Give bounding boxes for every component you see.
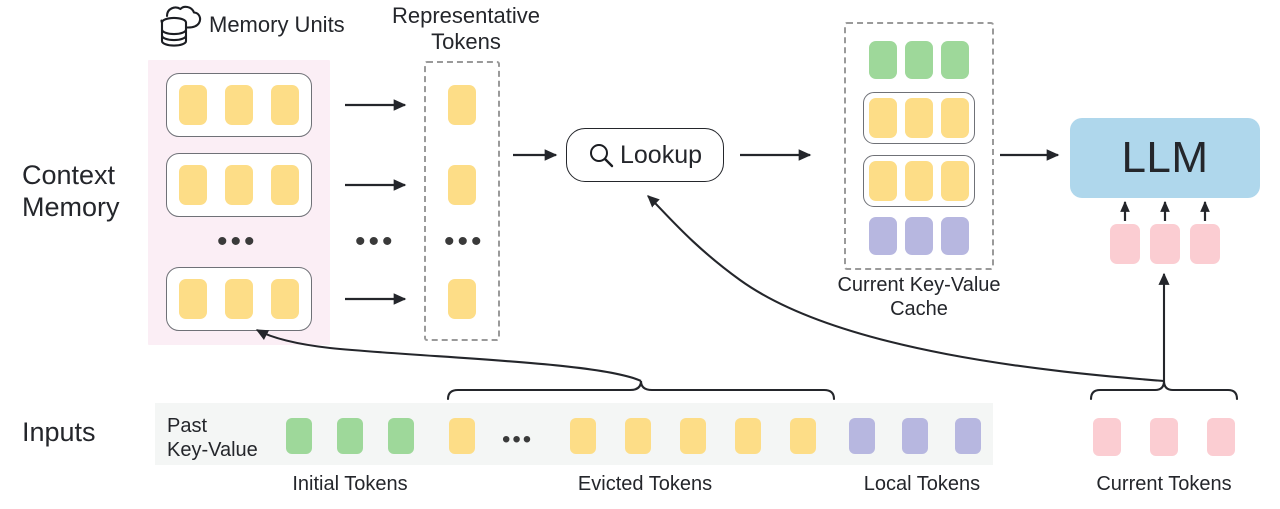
kv-cache-token-purple: [905, 217, 933, 255]
caption-evicted-tokens: Evicted Tokens: [577, 473, 713, 495]
input-token-local: [955, 418, 981, 454]
input-token-current: [1150, 418, 1178, 456]
caption-current-tokens: Current Tokens: [1096, 473, 1232, 495]
input-token-evicted: [570, 418, 596, 454]
memory-unit-token: [225, 85, 253, 125]
kv-cache-token-purple: [869, 217, 897, 255]
representative-token: [448, 85, 476, 125]
llm-input-token: [1190, 224, 1220, 264]
memory-unit-token: [271, 165, 299, 205]
side-label-inputs: Inputs: [22, 417, 96, 447]
lookup-label: Lookup: [619, 140, 703, 169]
arrow-column-ellipsis: •••: [355, 225, 396, 258]
lookup-button[interactable]: Lookup: [566, 128, 724, 182]
memory-units-ellipsis: •••: [217, 225, 258, 258]
representative-token: [448, 165, 476, 205]
search-icon: [588, 142, 614, 168]
representative-tokens-ellipsis: •••: [444, 225, 485, 258]
caption-current-kv-cache: Current Key-Value Cache: [837, 274, 1001, 320]
caption-initial-tokens: Initial Tokens: [292, 473, 408, 495]
kv-cache-token-purple: [941, 217, 969, 255]
memory-unit-token: [271, 279, 299, 319]
kv-cache-token-green: [869, 41, 897, 79]
input-sequence-ellipsis: •••: [502, 426, 534, 453]
kv-cache-token-green: [905, 41, 933, 79]
input-token-evicted: [790, 418, 816, 454]
kv-cache-token-yellow: [941, 161, 969, 201]
input-token-evicted: [625, 418, 651, 454]
input-token-local: [849, 418, 875, 454]
input-token-initial: [388, 418, 414, 454]
kv-cache-token-yellow: [869, 161, 897, 201]
kv-cache-token-yellow: [905, 98, 933, 138]
kv-cache-token-green: [941, 41, 969, 79]
input-token-initial: [286, 418, 312, 454]
kv-cache-token-yellow: [941, 98, 969, 138]
memory-unit-token: [179, 165, 207, 205]
llm-input-token: [1110, 224, 1140, 264]
input-token-evicted: [449, 418, 475, 454]
llm-block[interactable]: LLM: [1070, 118, 1260, 198]
input-token-current: [1093, 418, 1121, 456]
kv-cache-token-yellow: [869, 98, 897, 138]
memory-unit-token: [225, 279, 253, 319]
side-label-context-memory: Context Memory: [22, 160, 120, 222]
input-token-initial: [337, 418, 363, 454]
memory-unit-token: [271, 85, 299, 125]
cloud-database-icon: [155, 4, 203, 49]
memory-unit-token: [179, 279, 207, 319]
past-key-value-label: Past Key-Value: [167, 415, 258, 462]
input-token-current: [1207, 418, 1235, 456]
caption-local-tokens: Local Tokens: [863, 473, 981, 495]
memory-unit-token: [179, 85, 207, 125]
header-memory-units: Memory Units: [209, 12, 345, 37]
llm-label: LLM: [1121, 133, 1209, 182]
input-token-evicted: [735, 418, 761, 454]
kv-cache-token-yellow: [905, 161, 933, 201]
representative-token: [448, 279, 476, 319]
input-token-evicted: [680, 418, 706, 454]
brace-current-tokens: [1089, 380, 1239, 401]
llm-input-token: [1150, 224, 1180, 264]
memory-unit-token: [225, 165, 253, 205]
brace-evicted-tokens: [446, 380, 836, 401]
header-representative-tokens: Representative Tokens: [392, 3, 540, 54]
input-token-local: [902, 418, 928, 454]
